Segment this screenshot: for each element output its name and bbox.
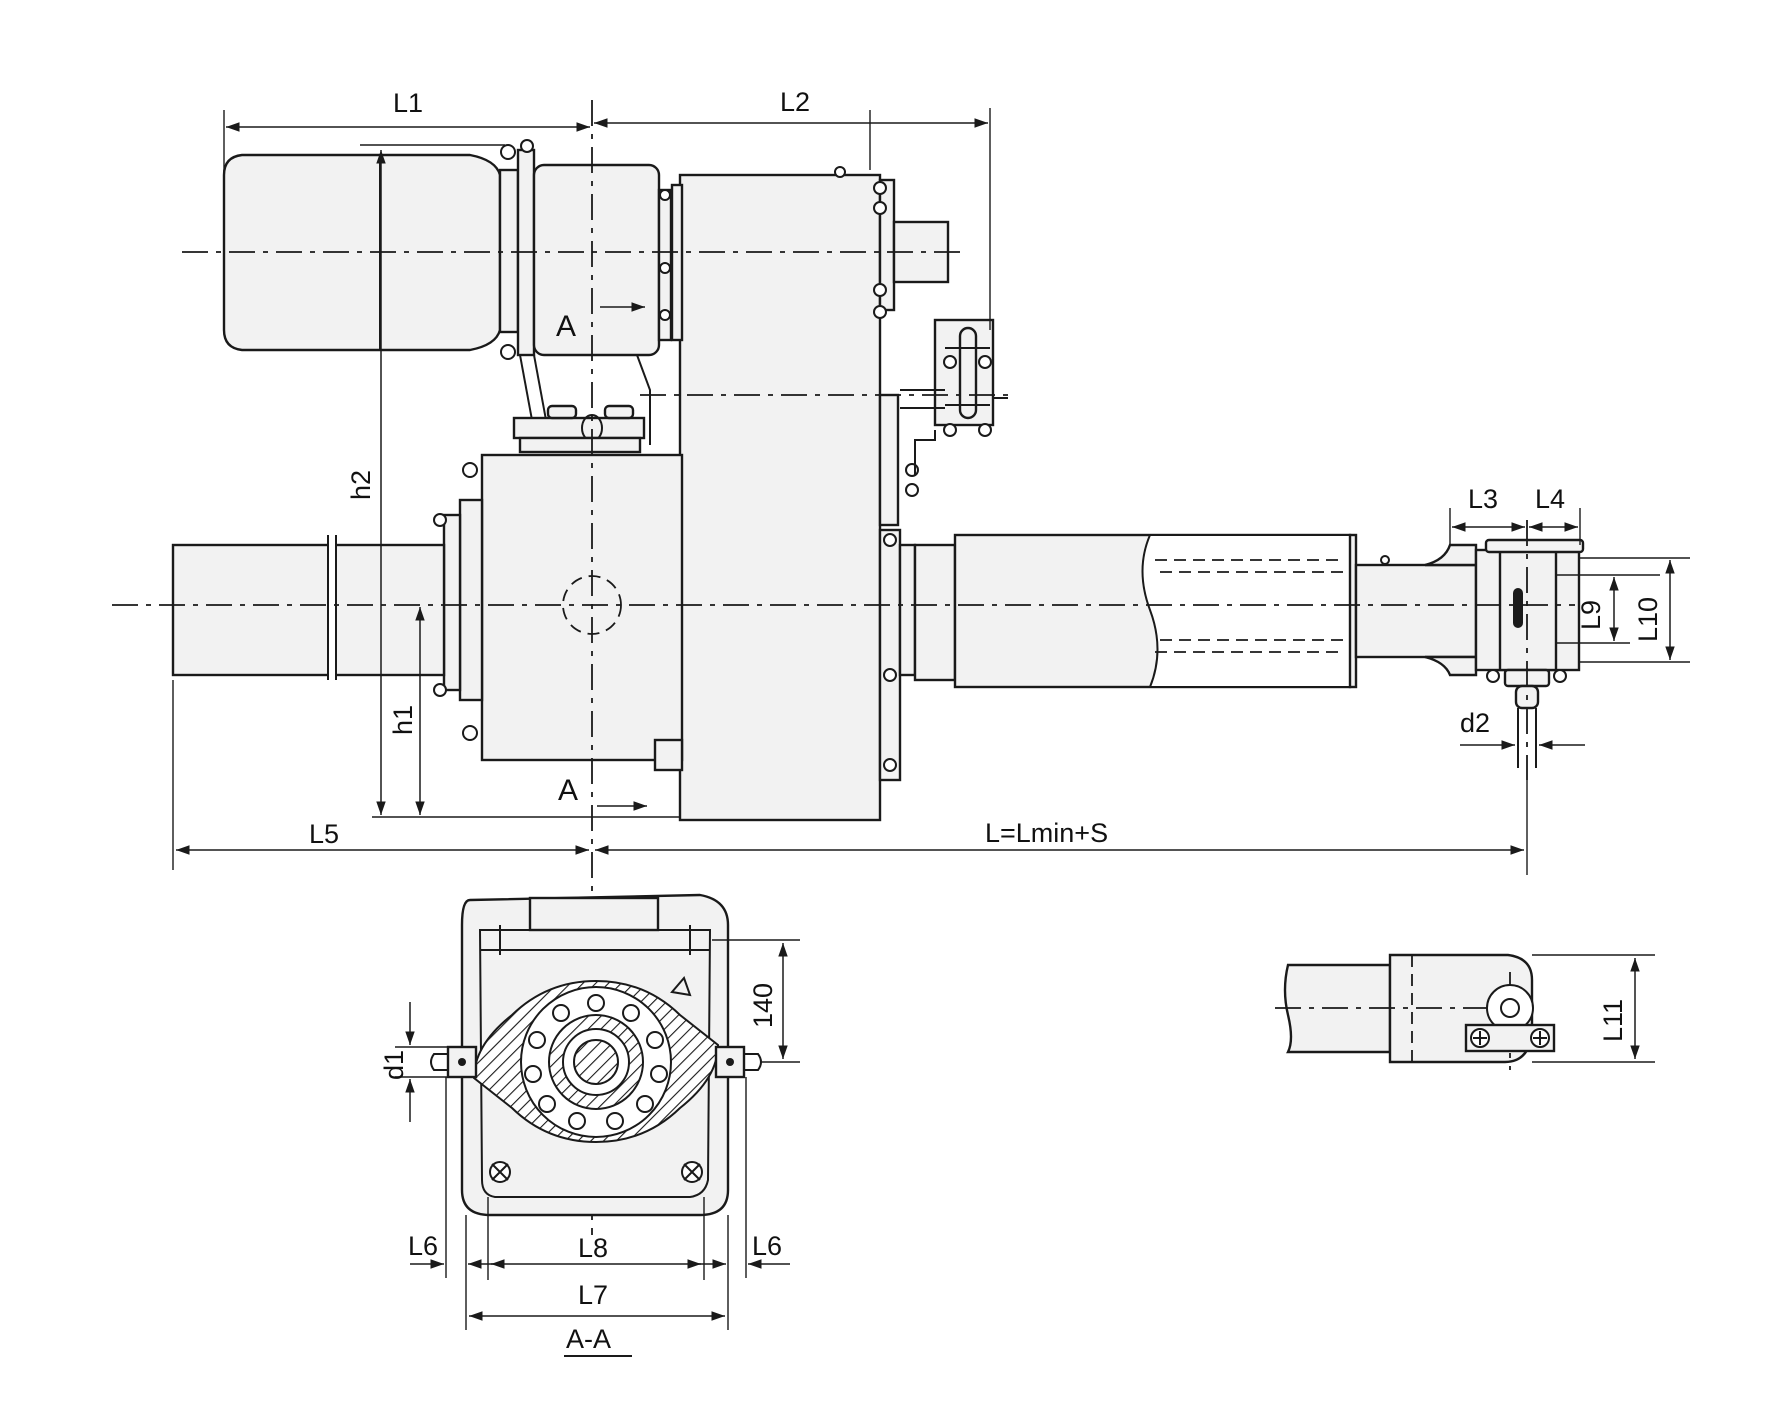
dim-L9: L9	[1576, 600, 1606, 630]
dim-L5: L5	[309, 819, 339, 849]
dim-d2: d2	[1460, 708, 1490, 738]
dim-L-total: L=Lmin+S	[985, 818, 1108, 848]
motor-bracket	[512, 354, 651, 454]
limit-switch	[900, 318, 1008, 475]
section-mark-top: A	[556, 310, 576, 343]
dim-L7: L7	[578, 1280, 608, 1310]
section-view-a-a	[430, 893, 762, 1217]
rod-end-clevis	[1474, 538, 1585, 768]
clevis-detail-view: L11	[1275, 953, 1655, 1070]
side-view: A A	[112, 100, 1585, 1235]
dim-140: 140	[748, 983, 778, 1028]
motor	[222, 139, 673, 360]
dimensions-section: 140 d1 L6 L8 L6 L7 A-A	[379, 939, 800, 1357]
dim-L3: L3	[1468, 484, 1498, 514]
rear-housing	[171, 453, 684, 772]
dim-L6-left: L6	[408, 1231, 438, 1261]
dim-h2: h2	[346, 470, 376, 500]
section-mark-bottom: A	[558, 774, 578, 807]
section-title: A-A	[566, 1324, 611, 1354]
gearbox-housing	[670, 166, 950, 822]
dim-h1: h1	[388, 705, 418, 735]
dim-L2: L2	[780, 87, 810, 117]
dim-L10: L10	[1633, 597, 1663, 642]
dim-L8: L8	[578, 1233, 608, 1263]
dim-d1: d1	[379, 1050, 409, 1080]
dim-L1: L1	[393, 88, 423, 118]
dim-L6-right: L6	[752, 1231, 782, 1261]
dim-L4: L4	[1535, 484, 1565, 514]
dim-L11: L11	[1598, 999, 1628, 1042]
push-rod-assembly	[913, 533, 1478, 689]
dimensions-side: L1 L2 h2 h1 L5 L=Lmin+S L3 L4 L9	[172, 87, 1690, 875]
